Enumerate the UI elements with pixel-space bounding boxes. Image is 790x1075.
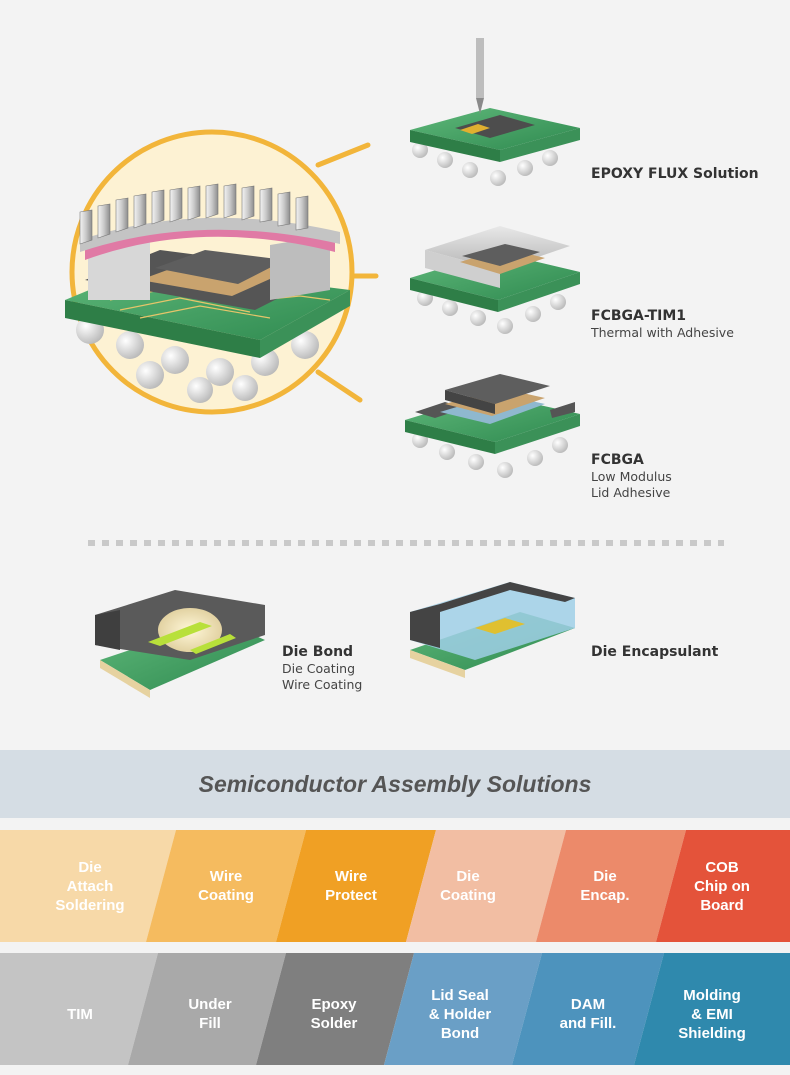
product-title: FCBGA — [591, 452, 644, 468]
product-die-encapsulant: Die Encapsulant — [591, 644, 718, 661]
top-cell-die-coating[interactable]: Die Coating — [440, 868, 496, 904]
bottom-cell-bg-0 — [0, 953, 158, 1065]
product-epoxy-flux: EPOXY FLUX Solution — [591, 166, 759, 183]
bottom-solutions-band: TIM Under Fill Epoxy Solder Lid Seal & H… — [0, 953, 790, 1065]
product-subtitle: Lid Adhesive — [591, 485, 671, 500]
bottom-cell-tim[interactable]: TIM — [67, 1005, 93, 1023]
product-subtitle: Low Modulus — [591, 469, 672, 484]
solutions-banner: Semiconductor Assembly Solutions — [0, 750, 790, 818]
fcbga-tim1-package-icon — [410, 226, 580, 334]
top-cell-bg-2 — [276, 830, 436, 942]
epoxy-flux-package-icon — [410, 38, 580, 186]
top-band-shapes — [0, 830, 790, 942]
top-cell-bg-0 — [0, 830, 176, 942]
product-subtitle: Die Coating — [282, 661, 356, 676]
die-bond-package-icon — [95, 590, 265, 698]
top-cell-cob[interactable]: COB Chip on Board — [694, 858, 750, 914]
top-cell-wire-coating[interactable]: Wire Coating — [198, 868, 254, 904]
top-cell-die-encap[interactable]: Die Encap. — [580, 868, 630, 904]
product-subtitle: Wire Coating — [282, 677, 363, 692]
top-cell-bg-1 — [146, 830, 306, 942]
package-illustrations — [65, 38, 580, 698]
bottom-cell-bg-5 — [634, 953, 790, 1065]
callout-lines — [315, 142, 379, 403]
bottom-cell-lid-seal[interactable]: Lid Seal & Holder Bond — [428, 986, 492, 1042]
product-fcbga-tim1: FCBGA-TIM1 Thermal with Adhesive — [591, 308, 734, 341]
fcbga-magnified-icon — [65, 129, 355, 415]
die-encapsulant-package-icon — [410, 582, 575, 678]
bottom-cell-molding-emi[interactable]: Molding & EMI Shielding — [678, 986, 746, 1042]
top-solutions-band: Die Attach Soldering Wire Coating Wire P… — [0, 830, 790, 942]
product-title: Die Bond — [282, 644, 354, 660]
product-title: FCBGA-TIM1 — [591, 308, 687, 324]
bottom-cell-bg-4 — [512, 953, 664, 1065]
top-cell-bg-3 — [406, 830, 566, 942]
bottom-cell-bg-1 — [128, 953, 286, 1065]
top-cell-die-attach[interactable]: Die Attach Soldering — [55, 858, 125, 914]
banner-title: Semiconductor Assembly Solutions — [198, 770, 592, 797]
product-title: EPOXY FLUX Solution — [591, 166, 759, 182]
product-die-bond: Die Bond Die Coating Wire Coating — [282, 644, 362, 693]
bottom-cell-epoxy-solder[interactable]: Epoxy Solder — [310, 996, 358, 1032]
fcbga-package-icon — [405, 374, 580, 478]
product-subtitle: Thermal with Adhesive — [591, 325, 734, 340]
product-fcbga: FCBGA Low Modulus Lid Adhesive — [591, 452, 672, 501]
bottom-cell-bg-2 — [256, 953, 414, 1065]
product-title: Die Encapsulant — [591, 644, 719, 660]
bottom-band-shapes — [0, 953, 790, 1065]
bottom-cell-dam-fill[interactable]: DAM and Fill. — [559, 996, 617, 1032]
top-cell-wire-protect[interactable]: Wire Protect — [325, 868, 377, 904]
bottom-cell-under-fill[interactable]: Under Fill — [188, 996, 232, 1032]
top-cell-bg-4 — [536, 830, 686, 942]
top-cell-bg-5 — [656, 830, 790, 942]
bottom-cell-bg-3 — [384, 953, 542, 1065]
dotted-divider — [88, 540, 724, 546]
